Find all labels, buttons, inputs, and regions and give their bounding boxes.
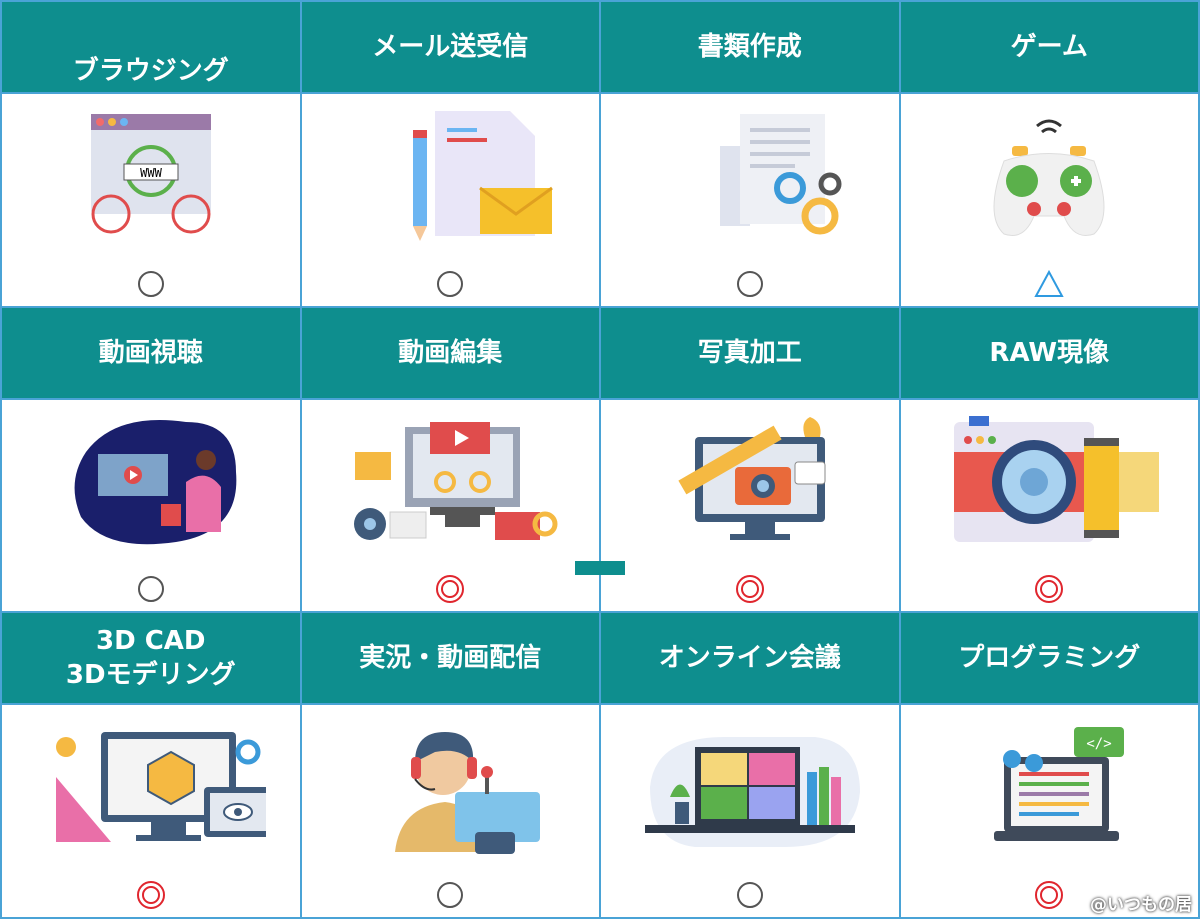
- cell-title: 3D CAD 3Dモデリング: [2, 613, 300, 706]
- streamer-headset-icon: [395, 732, 541, 855]
- cell-title: 実況・動画配信: [301, 613, 599, 706]
- cell-title: オンライン会議: [601, 613, 899, 706]
- watermark: @いつもの居: [1090, 895, 1192, 915]
- cell-video-editing: 動画編集: [301, 307, 599, 612]
- online-meeting-icon: [644, 737, 860, 848]
- cell-title: メール送受信: [301, 2, 599, 94]
- cell-title: 動画編集: [301, 307, 599, 400]
- cell-3d-cad: 3D CAD 3Dモデリング: [2, 613, 300, 917]
- cell-documents: 書類作成: [601, 2, 899, 306]
- cell-title: RAW現像: [900, 307, 1198, 400]
- rating-circle-icon: [137, 576, 164, 603]
- cell-mail: メール送受信: [301, 2, 599, 306]
- rating-double-circle-icon: [436, 575, 465, 604]
- cell-browsing: ブラウジング WWW: [2, 2, 300, 306]
- cell-title: 写真加工: [601, 307, 899, 400]
- rating-circle-icon: [736, 270, 763, 297]
- cad-modeling-icon: [55, 732, 266, 843]
- svg-text:WWW: WWW: [140, 166, 162, 180]
- cell-streaming: 実況・動画配信: [301, 613, 599, 917]
- svg-text:</>: </>: [1087, 736, 1112, 752]
- rating-circle-icon: [437, 270, 464, 297]
- browser-globe-icon: WWW: [90, 114, 211, 234]
- rating-double-circle-icon: [136, 880, 165, 909]
- rating-circle-icon: [137, 270, 164, 297]
- camera-film-icon: [954, 415, 1160, 542]
- cell-raw: RAW現像: [900, 307, 1198, 612]
- cell-title: プログラミング: [900, 613, 1198, 706]
- cell-title: 書類作成: [601, 2, 899, 94]
- rating-double-circle-icon: [1035, 880, 1064, 909]
- cell-programming: プログラミング </>: [900, 613, 1198, 917]
- cell-video-watching: 動画視聴: [2, 307, 300, 612]
- cell-game: ゲーム: [900, 2, 1198, 306]
- rating-triangle-icon: [1034, 269, 1064, 297]
- cell-photo-editing: 写真加工: [601, 307, 899, 612]
- mail-document-icon: [413, 111, 554, 241]
- center-dash-mark: [575, 561, 625, 575]
- video-watching-icon: [74, 419, 237, 544]
- cell-online-meeting: オンライン会議: [601, 613, 899, 917]
- programming-laptop-icon: </>: [994, 727, 1125, 842]
- video-editing-icon: [354, 421, 558, 540]
- rating-double-circle-icon: [1035, 575, 1064, 604]
- document-gear-icon: [719, 114, 842, 235]
- photo-editing-icon: [678, 416, 826, 540]
- rating-circle-icon: [437, 881, 464, 908]
- rating-double-circle-icon: [735, 575, 764, 604]
- cell-title: ブラウジング: [2, 2, 300, 94]
- gamepad-icon: [993, 119, 1105, 236]
- cell-title: 動画視聴: [2, 307, 300, 400]
- rating-circle-icon: [736, 881, 763, 908]
- cell-title: ゲーム: [900, 2, 1198, 94]
